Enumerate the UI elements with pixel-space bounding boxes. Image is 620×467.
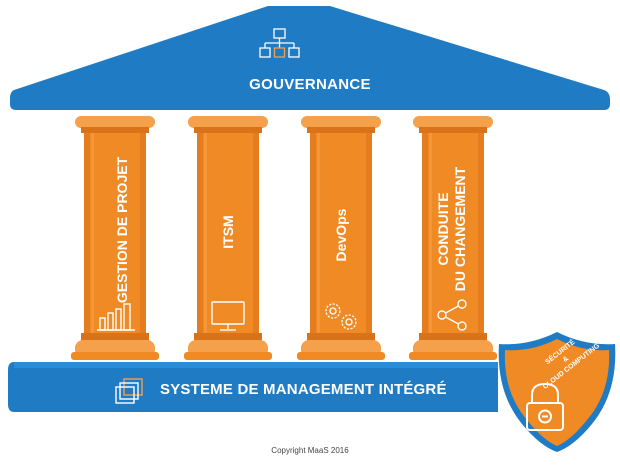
- copyright-text: Copyright MaaS 2016: [271, 446, 349, 455]
- pillar-4: [409, 116, 497, 360]
- pillar-2: [184, 116, 272, 360]
- pillar-1: [71, 116, 159, 360]
- pillar-3: [297, 116, 385, 360]
- org-chart-icon: [259, 28, 300, 58]
- integrated-management-title: SYSTEME DE MANAGEMENT INTÉGRÉ: [160, 381, 447, 398]
- pillar-label-4: CONDUITE DU CHANGEMENT: [435, 166, 468, 292]
- pillar-label-1: GESTION DE PROJET: [113, 156, 130, 304]
- governance-title: GOUVERNANCE: [249, 76, 371, 93]
- gears-icon: [325, 303, 357, 330]
- roof: [10, 6, 610, 110]
- padlock-icon: [526, 382, 564, 431]
- stacked-squares-icon: [115, 378, 143, 404]
- pillar-label-2: ITSM: [219, 215, 236, 249]
- monitor-icon: [211, 301, 245, 331]
- bar-chart-icon: [97, 303, 135, 331]
- pillar-label-3: DevOps: [332, 208, 349, 262]
- pillars: [71, 116, 497, 360]
- share-icon: [437, 299, 467, 331]
